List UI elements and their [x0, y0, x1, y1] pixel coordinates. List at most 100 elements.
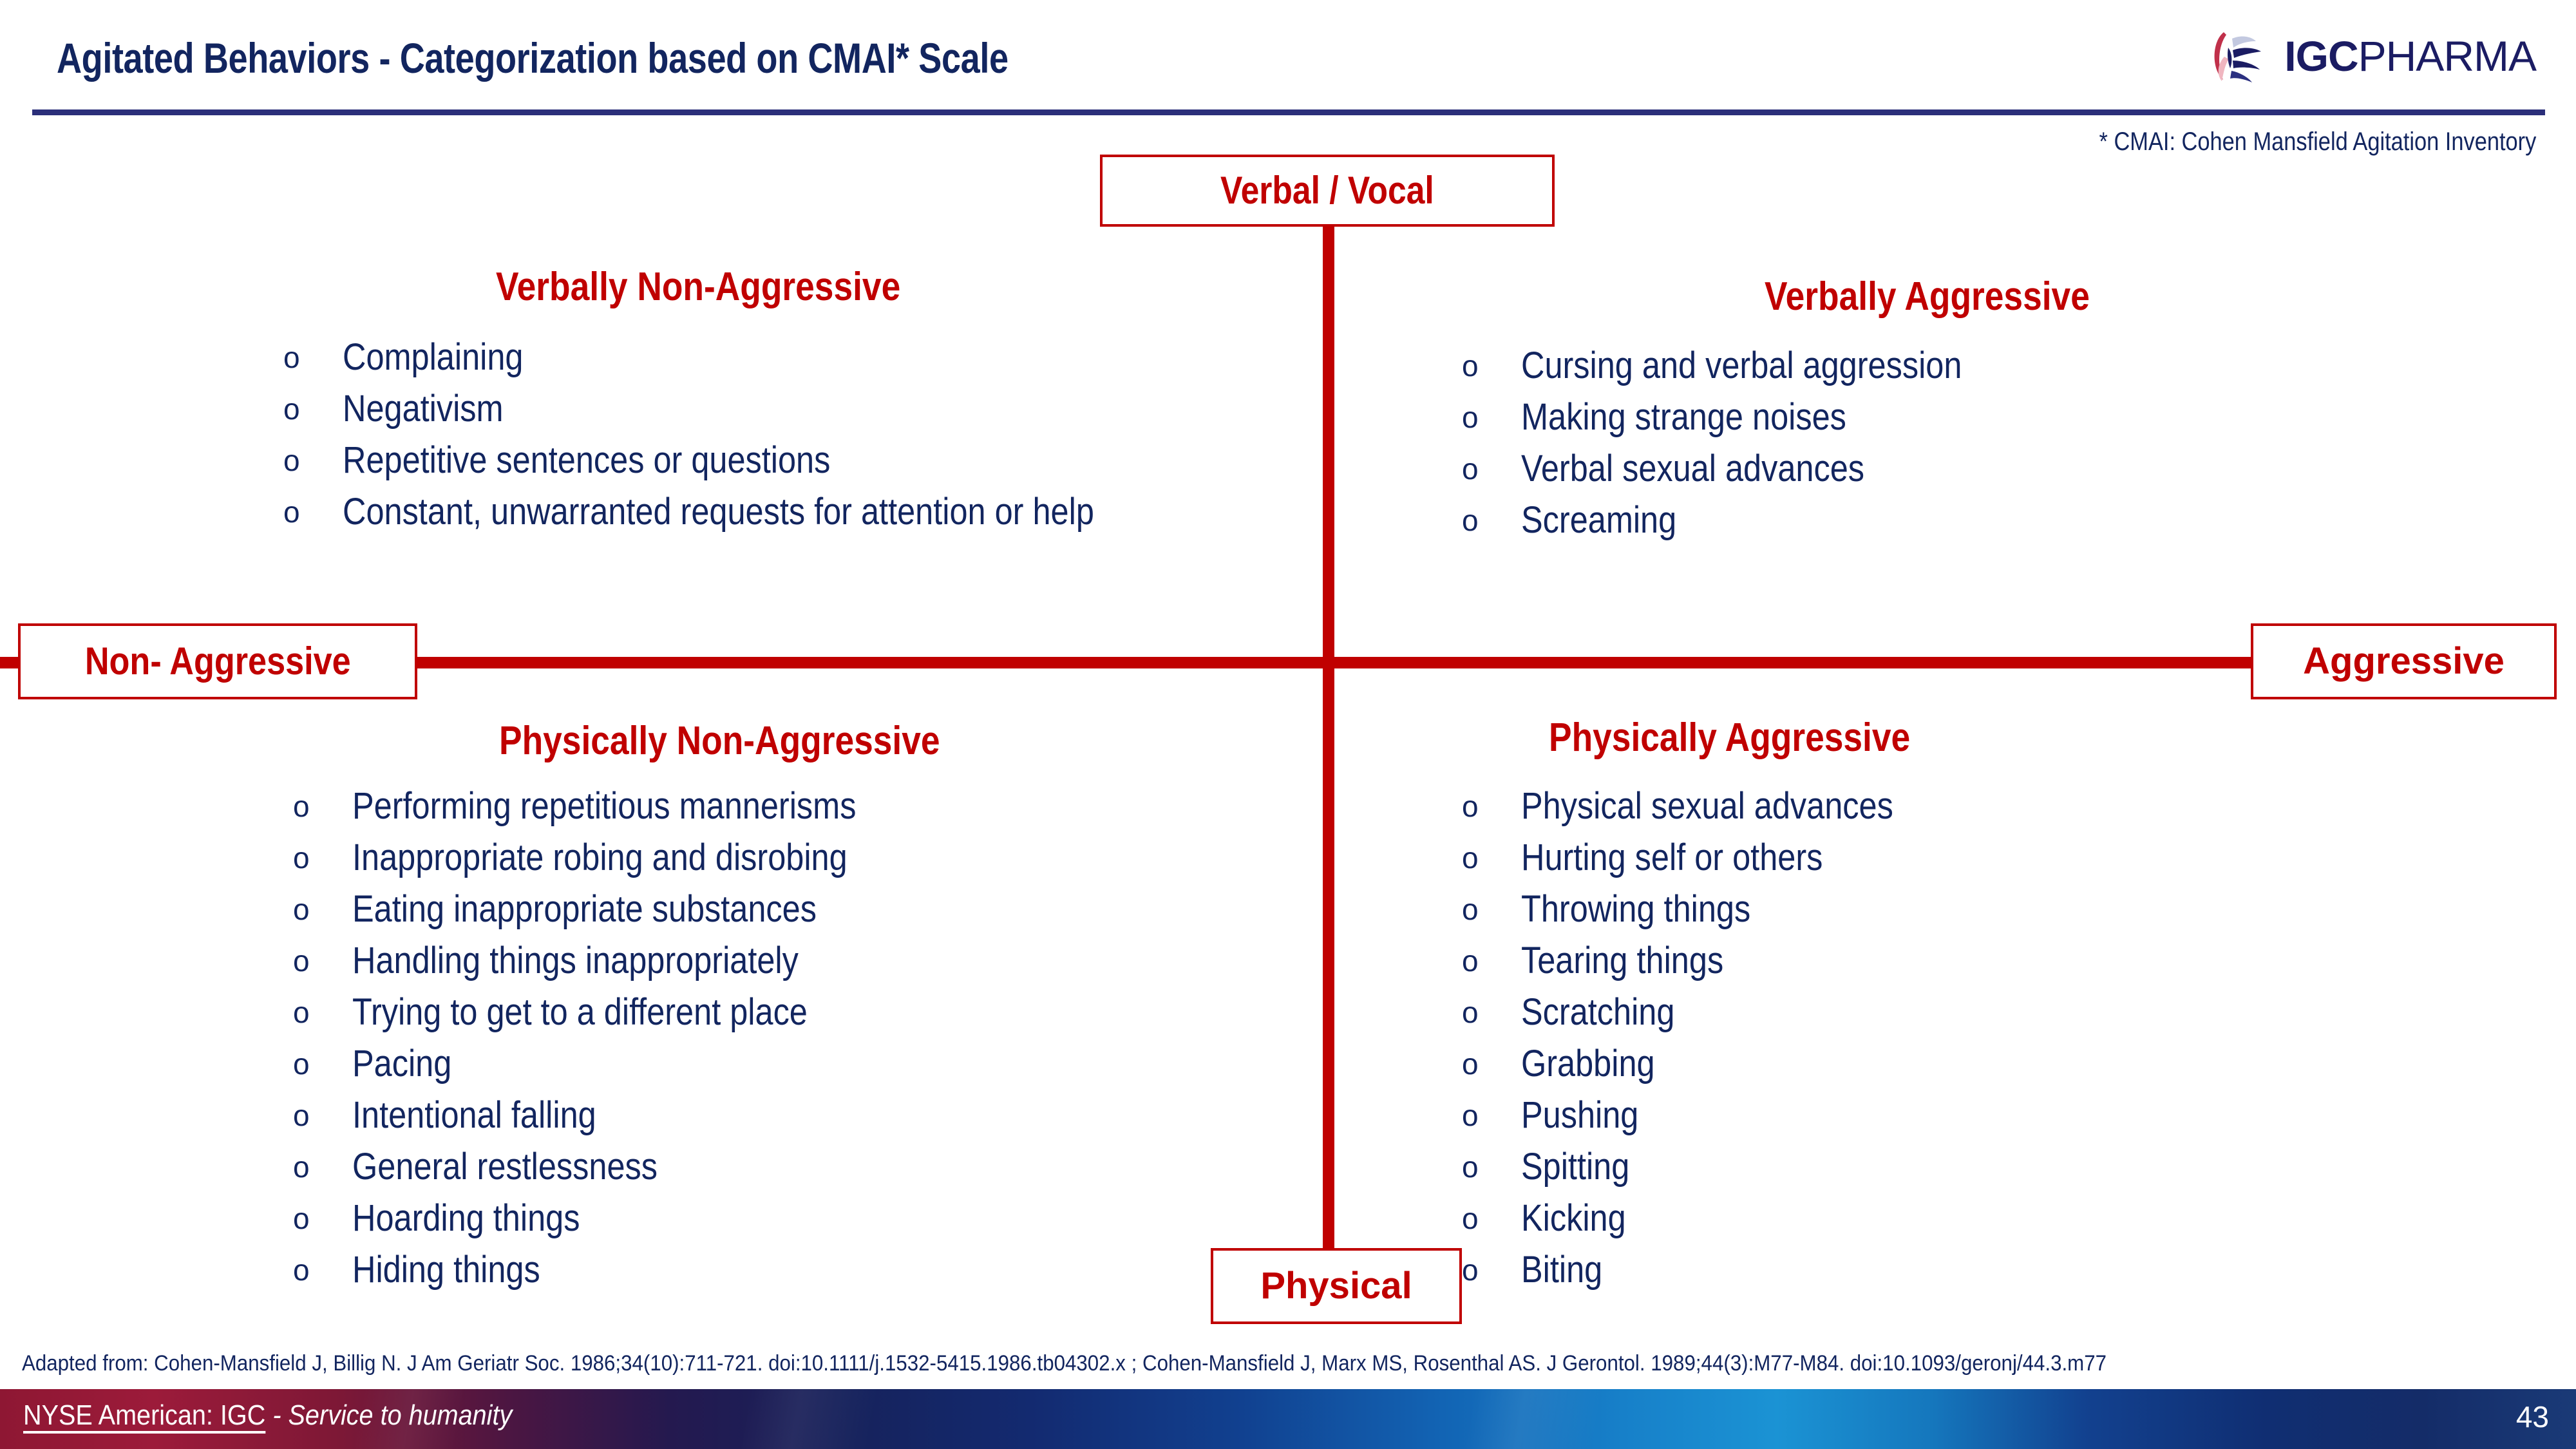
- bullet-marker-icon: o: [1462, 893, 1479, 926]
- list-item: o Kicking: [1462, 1193, 1949, 1244]
- header-divider: [32, 109, 2545, 115]
- list-item-label: Repetitive sentences or questions: [343, 439, 831, 481]
- list-item: o Throwing things: [1462, 884, 1949, 935]
- list-item-label: Performing repetitious mannerisms: [352, 785, 857, 827]
- list-item-label: Making strange noises: [1521, 396, 1846, 438]
- igc-pharma-logo: IGCPHARMA: [2204, 28, 2537, 84]
- list-item-label: Complaining: [343, 336, 524, 378]
- axis-label-non-aggressive-text: Non- Aggressive: [84, 639, 351, 683]
- bullet-marker-icon: o: [1462, 944, 1479, 978]
- list-item: o Hiding things: [293, 1244, 931, 1296]
- list-item-label: Throwing things: [1521, 888, 1751, 930]
- bullet-marker-icon: o: [293, 893, 310, 926]
- quadrant-title-verbally-non-aggressive: Verbally Non-Aggressive: [496, 265, 901, 309]
- logo-wordmark: IGCPHARMA: [2284, 32, 2537, 80]
- list-item-label: Pacing: [352, 1043, 452, 1084]
- page-number: 43: [2515, 1400, 2549, 1434]
- quadrant-title-verbally-aggressive: Verbally Aggressive: [1765, 274, 2090, 319]
- axis-label-physical: Physical: [1211, 1248, 1462, 1324]
- list-item-label: Handling things inappropriately: [352, 940, 799, 981]
- axis-label-aggressive: Aggressive: [2251, 623, 2557, 699]
- axis-label-non-aggressive: Non- Aggressive: [18, 623, 417, 699]
- list-item: o Tearing things: [1462, 935, 1949, 987]
- bullet-marker-icon: o: [1462, 452, 1479, 486]
- horizontal-axis-line: [0, 657, 2524, 668]
- quadrant-title-physically-non-aggressive: Physically Non-Aggressive: [499, 719, 940, 763]
- list-item-label: Kicking: [1521, 1197, 1626, 1239]
- bullet-marker-icon: o: [1462, 790, 1479, 823]
- list-item-label: Negativism: [343, 388, 504, 430]
- list-item-label: Physical sexual advances: [1521, 785, 1893, 827]
- bullet-marker-icon: o: [293, 790, 310, 823]
- list-item-label: Constant, unwarranted requests for atten…: [343, 491, 1094, 533]
- bullet-marker-icon: o: [293, 944, 310, 978]
- list-item: o Cursing and verbal aggression: [1462, 340, 2028, 392]
- list-item: o Pushing: [1462, 1090, 1949, 1141]
- axis-label-verbal-vocal-text: Verbal / Vocal: [1220, 169, 1434, 212]
- list-item-label: Inappropriate robing and disrobing: [352, 837, 848, 878]
- list-item: o Negativism: [283, 383, 1206, 435]
- list-item-label: Hoarding things: [352, 1197, 580, 1239]
- list-item: o Hoarding things: [293, 1193, 931, 1244]
- axis-label-aggressive-text: Aggressive: [2303, 640, 2505, 682]
- logo-pharma: PHARMA: [2358, 32, 2537, 80]
- bullet-marker-icon: o: [293, 1099, 310, 1132]
- bullet-marker-icon: o: [293, 1150, 310, 1184]
- list-item-label: Intentional falling: [352, 1094, 596, 1136]
- bullet-marker-icon: o: [283, 495, 300, 529]
- list-item-label: Screaming: [1521, 499, 1677, 541]
- bullet-marker-icon: o: [1462, 1253, 1479, 1287]
- list-item-label: Grabbing: [1521, 1043, 1655, 1084]
- list-item: o General restlessness: [293, 1141, 931, 1193]
- bullet-marker-icon: o: [1462, 349, 1479, 383]
- page-title: Agitated Behaviors - Categorization base…: [57, 34, 1009, 82]
- list-item-label: Tearing things: [1521, 940, 1724, 981]
- igc-leaf-logo-icon: [2214, 32, 2262, 82]
- list-item-label: Eating inappropriate substances: [352, 888, 817, 930]
- list-item-label: Hurting self or others: [1521, 837, 1823, 878]
- bullet-marker-icon: o: [293, 1047, 310, 1081]
- footer-ticker-tagline: NYSE American: IGC - Service to humanity: [23, 1399, 512, 1432]
- list-item: o Eating inappropriate substances: [293, 884, 931, 935]
- bullet-marker-icon: o: [293, 996, 310, 1029]
- bullet-marker-icon: o: [1462, 504, 1479, 537]
- cmai-footnote: * CMAI: Cohen Mansfield Agitation Invent…: [2099, 128, 2536, 156]
- list-item: o Intentional falling: [293, 1090, 931, 1141]
- list-item-label: Verbal sexual advances: [1521, 448, 1864, 489]
- footer-bar: NYSE American: IGC - Service to humanity…: [0, 1389, 2576, 1449]
- logo-igc: IGC: [2284, 32, 2358, 80]
- bullet-marker-icon: o: [283, 444, 300, 477]
- bullet-marker-icon: o: [293, 1202, 310, 1235]
- list-item-label: Trying to get to a different place: [352, 991, 808, 1033]
- list-item: o Performing repetitious mannerisms: [293, 781, 931, 832]
- list-item-label: Spitting: [1521, 1146, 1630, 1188]
- bullet-marker-icon: o: [1462, 841, 1479, 875]
- quadrant-title-physically-aggressive: Physically Aggressive: [1549, 715, 1911, 760]
- bullet-marker-icon: o: [283, 392, 300, 426]
- list-item: o Pacing: [293, 1038, 931, 1090]
- bullet-marker-icon: o: [1462, 1202, 1479, 1235]
- list-item-label: Biting: [1521, 1249, 1603, 1291]
- list-item: o Hurting self or others: [1462, 832, 1949, 884]
- list-item: o Biting: [1462, 1244, 1949, 1296]
- list-item: o Trying to get to a different place: [293, 987, 931, 1038]
- bullet-marker-icon: o: [1462, 996, 1479, 1029]
- list-item: o Physical sexual advances: [1462, 781, 1949, 832]
- axis-label-physical-text: Physical: [1260, 1265, 1412, 1307]
- bullet-marker-icon: o: [293, 1253, 310, 1287]
- list-item: o Repetitive sentences or questions: [283, 435, 1206, 486]
- bullet-marker-icon: o: [1462, 1099, 1479, 1132]
- list-item-label: General restlessness: [352, 1146, 658, 1188]
- bullet-marker-icon: o: [283, 341, 300, 374]
- list-item-label: Pushing: [1521, 1094, 1639, 1136]
- list-item-label: Cursing and verbal aggression: [1521, 345, 1962, 386]
- list-item-label: Hiding things: [352, 1249, 540, 1291]
